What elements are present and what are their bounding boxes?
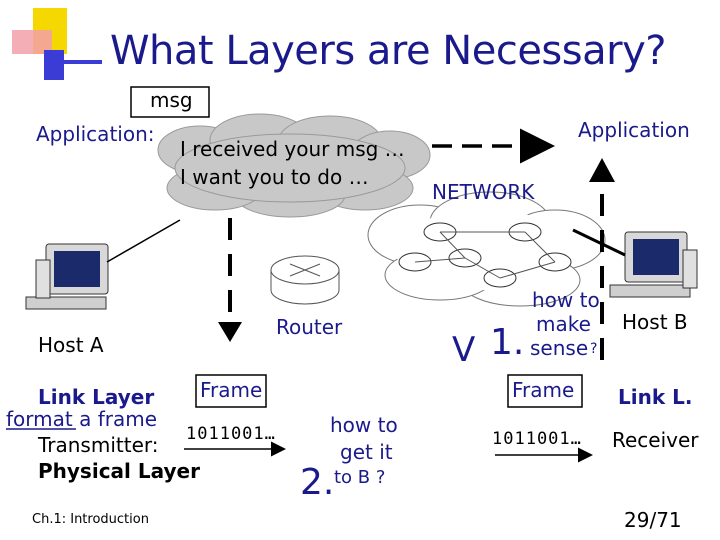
deco-blue-square <box>44 50 64 80</box>
how-to-get-line-1: how to <box>330 413 398 437</box>
receiver-label: Receiver <box>612 428 699 452</box>
router-label: Router <box>276 315 343 339</box>
host-a-computer-icon <box>25 243 109 310</box>
a-frame-text: a frame <box>72 407 158 431</box>
host-b-label: Host B <box>622 310 688 334</box>
link-layer-label: Link Layer <box>38 385 155 409</box>
step-one: 1. <box>490 322 525 363</box>
frame-left-label: Frame <box>200 378 263 402</box>
frame-box-right <box>507 374 583 408</box>
deco-blue-bar <box>56 60 102 64</box>
step-two: 2. <box>300 462 335 503</box>
frame-right-label: Frame <box>512 378 575 402</box>
how-to-line-2: make <box>536 312 591 336</box>
bubble-line-1: I received your msg … <box>180 137 405 161</box>
frame-box-left <box>195 374 267 408</box>
link-l-label: Link L. <box>618 385 693 409</box>
router-icon <box>270 255 340 305</box>
bubble-line-2: I want you to do … <box>180 165 369 189</box>
host-a-label: Host A <box>38 333 104 357</box>
host-b-computer-icon <box>609 231 698 298</box>
how-to-get-line-2: get it <box>340 440 393 464</box>
sense-question-mark: ? <box>590 341 598 357</box>
format-a-frame: format a frame <box>6 407 157 431</box>
how-to-get-line-3: to B ? <box>334 467 386 488</box>
msg-label: msg <box>150 88 193 112</box>
down-arrowhead <box>218 322 242 342</box>
physical-layer-label: Physical Layer <box>38 459 200 483</box>
page-number: 29/71 <box>624 508 682 532</box>
network-label: NETWORK <box>432 180 535 204</box>
up-arrowhead <box>589 158 615 182</box>
how-to-line-3: sense <box>530 336 589 360</box>
format-word: format <box>6 407 73 431</box>
bits-left: 1011001… <box>186 424 276 444</box>
application-left-label: Application: <box>36 122 155 146</box>
bits-right: 1011001… <box>492 429 582 449</box>
how-to-line-1: how to <box>532 288 600 312</box>
msg-box <box>130 86 210 118</box>
v-mark: V <box>452 330 476 370</box>
footer-chapter: Ch.1: Introduction <box>32 512 149 527</box>
slide-title: What Layers are Necessary? <box>110 28 666 74</box>
thought-cloud <box>157 113 431 218</box>
transmitter-label: Transmitter: <box>38 433 159 457</box>
application-right-label: Application <box>578 118 690 142</box>
